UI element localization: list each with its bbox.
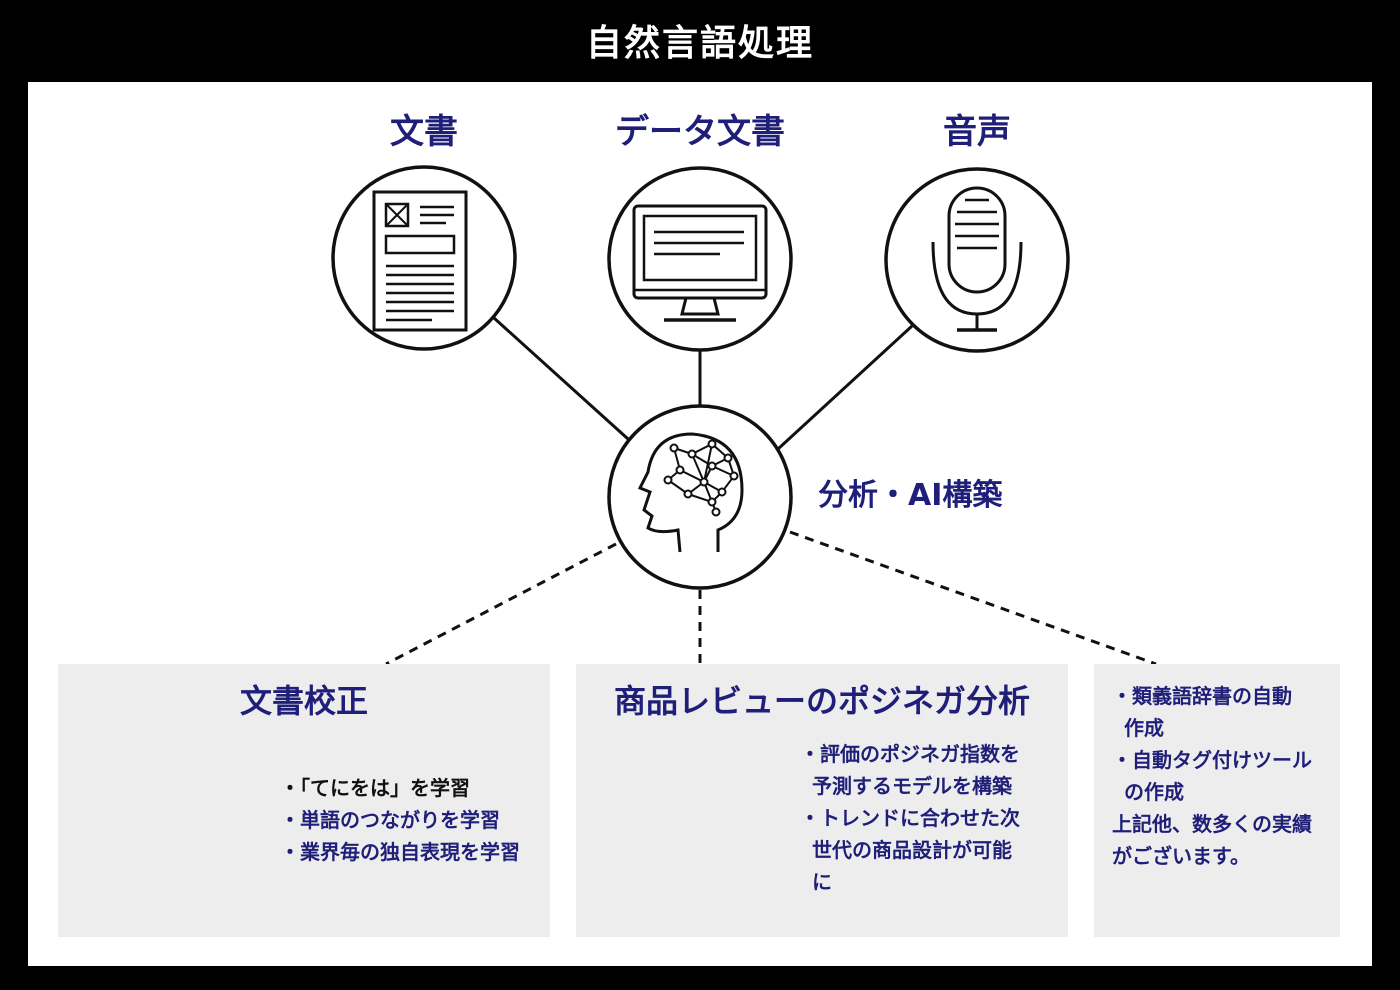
connector-proofreading	[385, 542, 617, 666]
bullet-item: ・類義語辞書の自動	[1112, 684, 1292, 708]
bullet-item: の作成	[1124, 780, 1184, 804]
panel-other-achievements: ・類義語辞書の自動 作成 ・自動タグ付けツール の作成 上記他、数多くの実績 が…	[1094, 664, 1340, 937]
bullet-list: ・「てにをは」を学習 ・単語のつながりを学習 ・業界毎の独自表現を学習	[280, 772, 520, 868]
brain-network-icon	[607, 404, 793, 590]
monitor-icon	[607, 166, 793, 352]
page-title: 自然言語処理	[585, 23, 814, 64]
hub-label: 分析・AI構築	[818, 478, 1003, 513]
bullet-item: がございます。	[1112, 844, 1250, 868]
document-icon	[331, 165, 517, 351]
bullet-item: 世代の商品設計が可能	[812, 838, 1012, 862]
microphone-icon	[884, 167, 1070, 353]
bullet-item: 作成	[1124, 716, 1164, 740]
panel-proofreading: 文書校正 ・「てにをは」を学習 ・単語のつながりを学習 ・業界毎の独自表現を学習	[58, 664, 550, 937]
bullet-item: ・「てにをは」を学習	[280, 776, 470, 800]
bullet-item: ・評価のポジネガ指数を	[800, 742, 1020, 766]
bullet-item: に	[812, 870, 832, 894]
bullet-list: ・類義語辞書の自動 作成 ・自動タグ付けツール の作成 上記他、数多くの実績 が…	[1112, 680, 1312, 872]
bullet-item: ・単語のつながりを学習	[280, 808, 500, 832]
panel-review-analysis: 商品レビューのポジネガ分析 ・評価のポジネガ指数を 予測するモデルを構築 ・トレ…	[576, 664, 1068, 937]
bullet-item: 予測するモデルを構築	[812, 774, 1012, 798]
connector-voice	[776, 324, 914, 451]
source-label-document: 文書	[390, 112, 458, 152]
bullet-item: ・トレンドに合わせた次	[800, 806, 1020, 830]
connector-document	[492, 316, 640, 450]
panel-title: 文書校正	[239, 682, 368, 720]
bullet-item: ・業界毎の独自表現を学習	[280, 840, 520, 864]
connector-other	[789, 530, 1157, 666]
bullet-item: 上記他、数多くの実績	[1112, 812, 1312, 836]
panel-title: 商品レビューのポジネガ分析	[613, 682, 1030, 720]
source-label-data-document: データ文書	[615, 112, 785, 152]
source-label-voice: 音声	[943, 112, 1011, 152]
diagram-canvas: 文書 データ文書 音声 分析・AI構築 文書校正 ・「てにをは」を学習 ・単語の…	[28, 82, 1372, 966]
bullet-list: ・評価のポジネガ指数を 予測するモデルを構築 ・トレンドに合わせた次 世代の商品…	[800, 738, 1020, 898]
bullet-item: ・自動タグ付けツール	[1112, 748, 1312, 772]
